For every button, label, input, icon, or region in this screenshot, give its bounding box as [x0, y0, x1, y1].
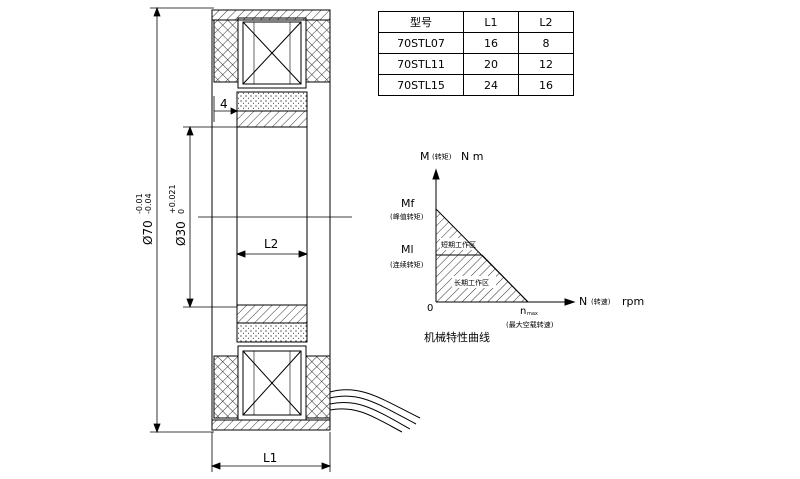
nmax-label: n: [520, 306, 526, 317]
dim-outer-tol-upper: -0.01: [135, 193, 144, 214]
mf-desc: (峰值转矩): [390, 212, 424, 221]
ml-desc: (连续转矩): [390, 260, 424, 269]
dim-l1: L1: [263, 451, 277, 465]
table-row: 70STL11 20 12: [378, 53, 574, 75]
table-cell: 70STL11: [378, 53, 464, 75]
magnet-inner: [242, 350, 302, 416]
x-axis-label: N: [579, 295, 587, 308]
rotor-ring-bottom: [236, 304, 308, 324]
table-cell: 70STL15: [378, 74, 464, 96]
dim-gap: 4: [220, 97, 228, 111]
spec-table: 型号 L1 L2 70STL07 16 8 70STL11 20 12 70ST…: [378, 11, 574, 96]
origin-label: 0: [427, 303, 433, 314]
housing-bottom-wall: [211, 419, 331, 431]
zone-long-label: 长期工作区: [454, 278, 489, 287]
bushing-bottom: [236, 322, 308, 343]
x-axis-label-cn: (转速): [591, 297, 611, 306]
curve-caption: 机械特性曲线: [424, 330, 490, 344]
dim-bore-tol-lower: 0: [177, 209, 186, 214]
dim-l2: L2: [264, 237, 278, 251]
table-cell: 16: [463, 32, 519, 54]
rotor-ring-top: [236, 110, 308, 128]
magnet-block: [237, 345, 307, 421]
dimension-lines: [150, 6, 332, 472]
dim-outer: Ø70: [141, 220, 155, 245]
y-axis-unit: N m: [461, 150, 483, 163]
table-cell: 16: [518, 74, 574, 96]
dim-bore: Ø30: [174, 221, 188, 246]
housing-top-wall: [211, 9, 331, 21]
table-row: 70STL15 24 16: [378, 74, 574, 96]
bushing-top: [236, 91, 308, 112]
y-axis-label: M: [420, 150, 430, 163]
nmax-sub: max: [527, 311, 538, 317]
rotor-core: [236, 126, 308, 306]
zone-short-label: 短期工作区: [441, 240, 476, 249]
magnet-block: [237, 17, 307, 89]
characteristic-curve: M (转矩) N m Mf (峰值转矩) Ml (连续转矩) 短期工作区 长期工…: [390, 150, 644, 344]
magnet-inner: [242, 21, 302, 85]
dimension-texts: Ø70 -0.01 -0.04 Ø30 +0.021 0 4 L2 L1: [135, 97, 278, 465]
x-axis-unit: rpm: [622, 295, 644, 308]
mf-label: Mf: [401, 197, 415, 210]
winding-block: [305, 355, 331, 419]
dim-bore-tol-upper: +0.021: [168, 184, 177, 214]
winding-block: [213, 19, 239, 83]
motor-section: [198, 9, 421, 433]
zone-short-bg: [440, 238, 480, 250]
dim-outer-tol-lower: -0.04: [144, 193, 153, 214]
cable-lead: [329, 389, 421, 419]
zone-long-bg: [452, 276, 496, 288]
winding-block: [213, 355, 239, 419]
table-row: 70STL07 16 8: [378, 32, 574, 54]
winding-block: [305, 19, 331, 83]
nmax-desc: (最大空载转速): [506, 320, 554, 329]
ml-label: Ml: [401, 243, 414, 256]
y-axis-label-cn: (转矩): [432, 152, 452, 161]
